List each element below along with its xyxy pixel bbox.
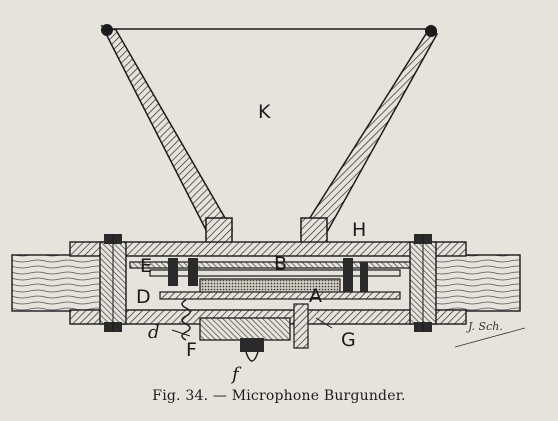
- wooden-board: [11, 254, 521, 312]
- label-A: A: [309, 285, 322, 307]
- figure-caption: Fig. 34. — Microphone Burgunder.: [152, 388, 406, 404]
- label-F: F: [186, 339, 197, 361]
- engraver-signature: J. Sch.: [466, 320, 503, 333]
- label-B: B: [274, 253, 287, 275]
- label-K: K: [258, 101, 271, 123]
- label-d: d: [148, 322, 160, 343]
- label-G: G: [341, 329, 356, 351]
- label-D: D: [136, 286, 151, 308]
- housing: [69, 234, 467, 332]
- signature-flourish: [454, 327, 526, 348]
- label-E: E: [140, 255, 152, 277]
- label-f: f: [230, 364, 242, 385]
- spring-and-screw: [171, 299, 333, 362]
- label-H: H: [352, 219, 366, 241]
- diaphragm-assembly: [129, 258, 411, 300]
- funnel-horn: [100, 24, 438, 253]
